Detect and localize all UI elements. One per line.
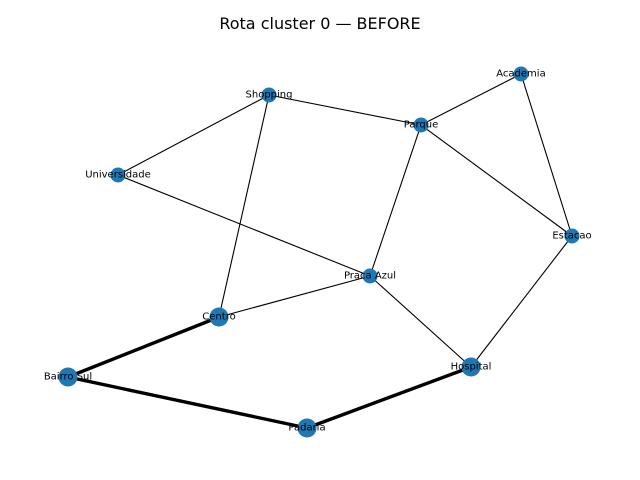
node-label-estacao: Estacao	[552, 231, 591, 242]
edge-academia-parque	[420, 73, 522, 126]
edge-praca-azul-centro	[218, 275, 371, 318]
node-label-padaria: Padaria	[288, 423, 325, 434]
edge-shopping-centro	[218, 94, 270, 318]
route-edge-centro-bairro-sul	[66, 315, 221, 379]
node-label-bairro-sul: Bairro Sul	[44, 372, 92, 383]
edge-estacao-hospital	[470, 235, 573, 368]
edge-academia-estacao	[520, 73, 573, 237]
labels-layer: Shopping AcademiaParqueUniversidadeEstaca…	[44, 69, 592, 434]
route-edge-padaria-hospital	[305, 365, 473, 430]
node-padaria	[297, 418, 317, 438]
node-label-parque: Parque	[404, 120, 438, 131]
node-shopping	[261, 87, 277, 103]
edges-layer	[66, 73, 573, 430]
edge-parque-estacao	[420, 124, 573, 237]
node-label-academia: Academia	[496, 69, 545, 80]
route-edge-bairro-sul-padaria	[66, 375, 309, 430]
node-academia	[513, 66, 529, 82]
edge-shopping-parque	[268, 94, 422, 126]
edge-parque-praca-azul	[369, 124, 422, 277]
node-universidade	[110, 167, 126, 183]
node-label-universidade: Universidade	[85, 170, 151, 181]
node-label-centro: Centro	[202, 312, 235, 323]
diagram-title: Rota cluster 0 — BEFORE	[219, 14, 420, 33]
node-label-hospital: Hospital	[451, 362, 492, 373]
edge-praca-azul-hospital	[369, 275, 472, 368]
node-praca-azul	[362, 268, 378, 284]
node-centro	[209, 307, 229, 327]
edge-universidade-praca-azul	[117, 174, 371, 277]
node-parque	[413, 117, 429, 133]
node-estacao	[564, 228, 580, 244]
node-label-praca-azul: Praca Azul	[344, 271, 396, 282]
edge-shopping-universidade	[117, 94, 270, 176]
node-bairro-sul	[58, 367, 78, 387]
node-hospital	[461, 357, 481, 377]
node-label-shopping: Shopping	[246, 90, 293, 101]
nodes-layer	[58, 66, 580, 438]
